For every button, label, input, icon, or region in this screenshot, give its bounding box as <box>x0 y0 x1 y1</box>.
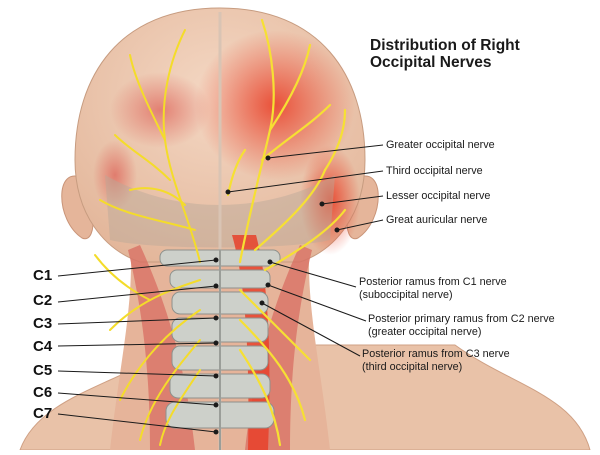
vertebra-label-c1: C1 <box>33 267 53 284</box>
label-lesser-occipital-nerve: Lesser occipital nerve <box>386 190 491 202</box>
label-c2-line-2: (greater occipital nerve) <box>368 325 482 338</box>
label-greater-occipital-nerve: Greater occipital nerve <box>386 139 495 151</box>
label-c1-line-2: (suboccipital nerve) <box>359 288 453 301</box>
right-label-leaders <box>225 144 384 357</box>
label-c3-posterior-ramus: Posterior ramus from C3 nerve (third occ… <box>362 348 510 373</box>
diagram-title: Distribution of Right Occipital Nerves <box>370 37 520 71</box>
title-line-1: Distribution of Right <box>370 37 520 54</box>
vertebra-label-c3: C3 <box>33 315 53 332</box>
right-nerve-network <box>226 18 347 447</box>
vertebra-label-c7: C7 <box>33 405 53 422</box>
left-nerve-network <box>94 29 201 446</box>
vertebra-label-leaders <box>57 257 219 435</box>
left-occipital-muscle <box>110 72 210 148</box>
label-third-occipital-nerve: Third occipital nerve <box>386 165 483 177</box>
label-c2-line-1: Posterior primary ramus from C2 nerve <box>368 313 555 325</box>
label-great-auricular-nerve: Great auricular nerve <box>386 214 488 226</box>
label-c1-posterior-ramus: Posterior ramus from C1 nerve (suboccipi… <box>359 276 507 301</box>
label-c1-line-1: Posterior ramus from C1 nerve <box>359 276 507 288</box>
label-c3-line-2: (third occipital nerve) <box>362 360 463 373</box>
label-c2-posterior-ramus: Posterior primary ramus from C2 nerve (g… <box>368 313 555 338</box>
vertebra-label-c6: C6 <box>33 384 53 401</box>
vertebra-label-c5: C5 <box>33 362 53 379</box>
right-lateral-highlight <box>300 145 360 255</box>
vertebra-label-c2: C2 <box>33 292 53 309</box>
vertebra-label-c4: C4 <box>33 338 53 355</box>
left-temporal-muscle <box>93 140 137 210</box>
label-c3-line-1: Posterior ramus from C3 nerve <box>362 348 510 360</box>
title-line-2: Occipital Nerves <box>370 54 492 71</box>
right-occipital-highlight <box>195 30 355 180</box>
